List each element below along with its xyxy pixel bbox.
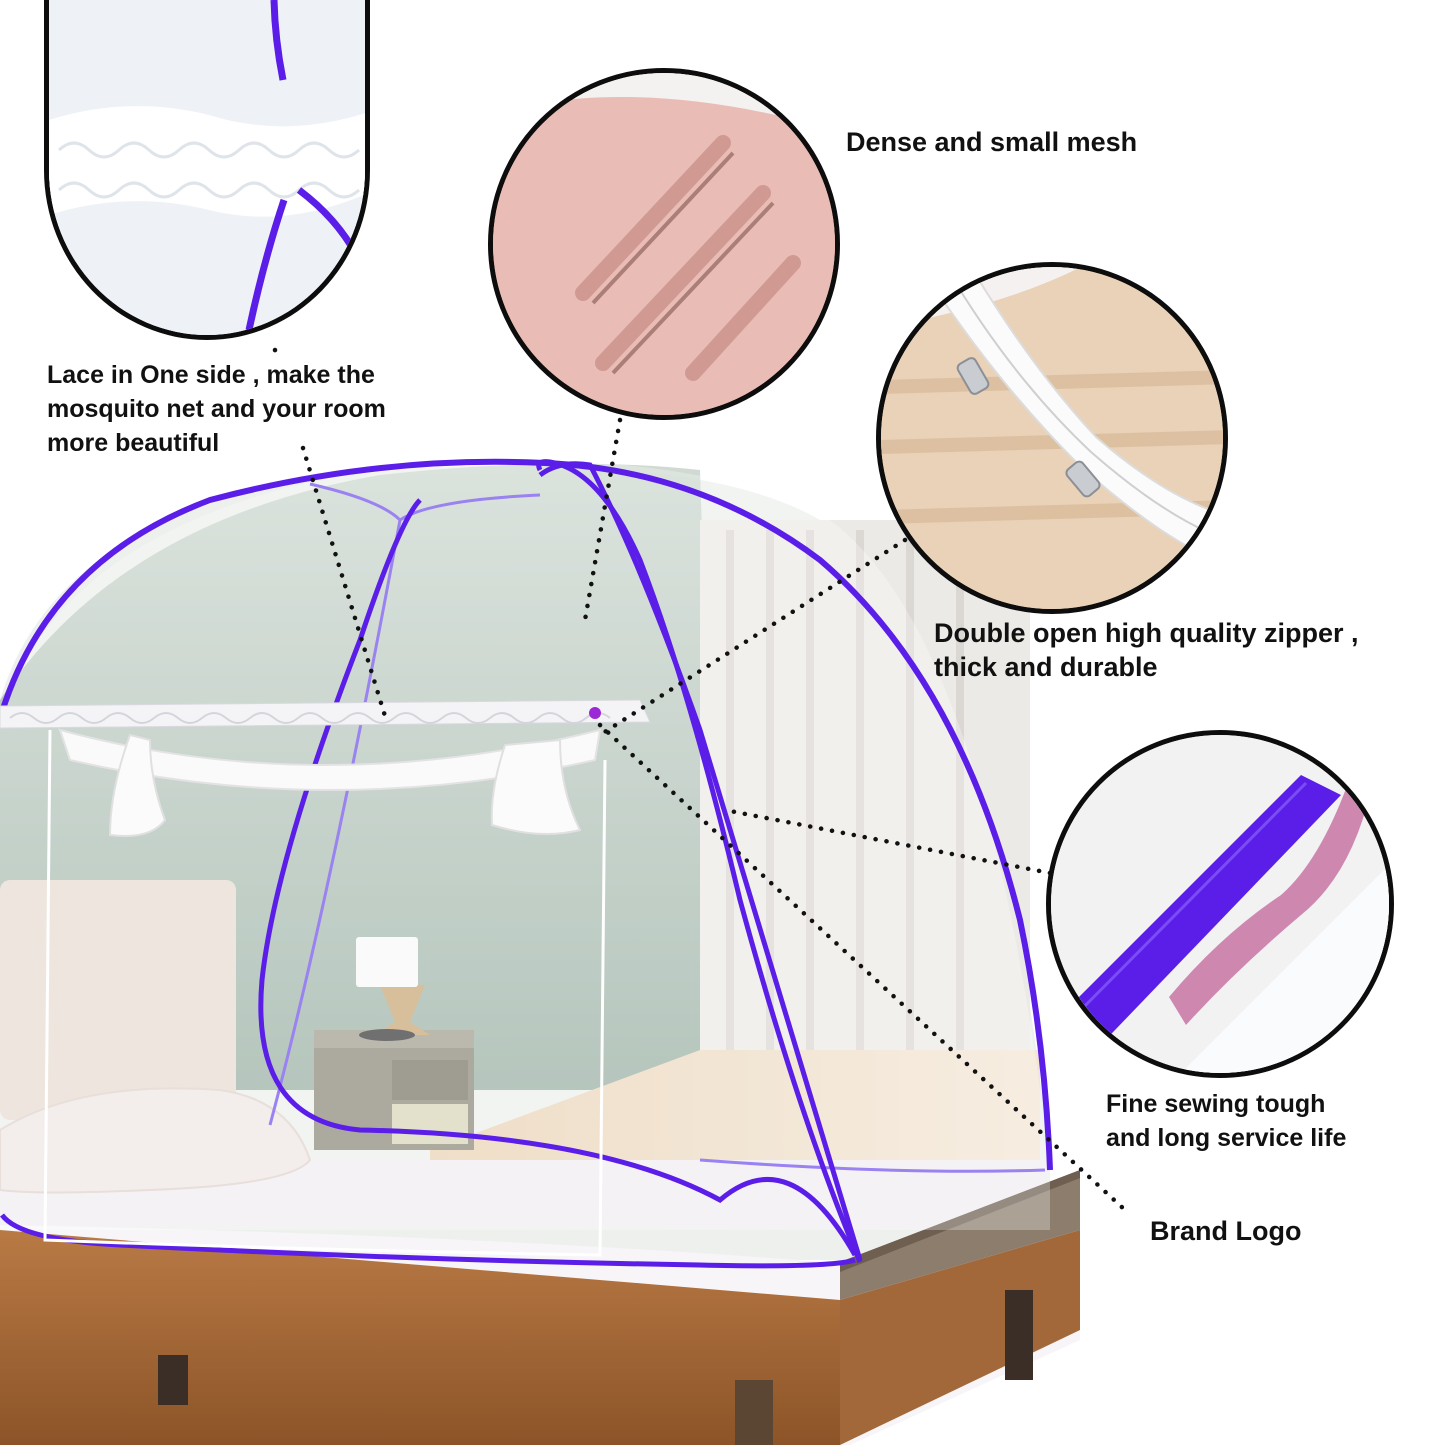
callout-mesh: Dense and small mesh: [846, 125, 1137, 159]
callout-lace-line-2: mosquito net and your room: [47, 395, 386, 423]
zipper-closeup-circle: [876, 262, 1228, 614]
mesh-closeup-image: [493, 73, 835, 415]
callout-zipper: Double open high quality zipper , thick …: [934, 616, 1359, 684]
mesh-closeup-circle: [488, 68, 840, 420]
callout-sewing: Fine sewing tough and long service life: [1106, 1087, 1346, 1155]
callout-zipper-line-2: thick and durable: [934, 652, 1158, 682]
callout-lace-line-3: more beautiful: [47, 429, 220, 457]
leader-line-lace: [300, 445, 388, 719]
callout-sewing-line-1: Fine sewing tough: [1106, 1090, 1326, 1118]
leader-line-zipper: [597, 537, 908, 738]
sewing-closeup-image: [1051, 735, 1389, 1073]
callout-lace-line-1: Lace in One side , make the: [47, 361, 375, 389]
lace-closeup-image: [49, 0, 365, 335]
callout-brand-logo-line-1: Brand Logo: [1150, 1216, 1302, 1246]
lace-closeup-circle: [44, 0, 370, 340]
zipper-closeup-image: [881, 267, 1223, 609]
callout-zipper-line-1: Double open high quality zipper ,: [934, 618, 1359, 648]
leader-line-sewing: [722, 807, 1053, 876]
callout-lace: Lace in One side , make the mosquito net…: [47, 358, 386, 460]
callout-brand-logo: Brand Logo: [1150, 1214, 1301, 1248]
callout-mesh-line-1: Dense and small mesh: [846, 127, 1138, 157]
sewing-closeup-circle: [1046, 730, 1394, 1078]
callout-sewing-line-2: and long service life: [1106, 1124, 1347, 1152]
leader-line-logo: [597, 722, 1128, 1213]
leader-line-mesh: [582, 417, 623, 623]
